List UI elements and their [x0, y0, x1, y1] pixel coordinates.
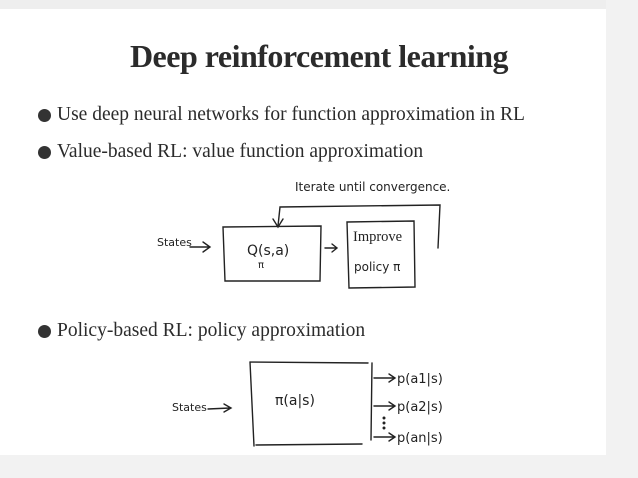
output-label-1: p(a1|s)	[397, 372, 443, 387]
policy-box-right	[370, 362, 373, 441]
bullet-dot	[38, 145, 51, 159]
slide-title: Deep reinforcement learning	[129, 38, 509, 74]
output-label-3: p(an|s)	[397, 431, 443, 446]
bullet-function-approximation: Use deep neural networks for function ap…	[38, 104, 525, 126]
ellipsis-dot	[382, 426, 386, 430]
top-strip	[0, 0, 606, 9]
bullet-dot	[38, 324, 51, 338]
loop-arrow	[277, 204, 441, 249]
bullet-text: Policy-based RL: policy approximation	[57, 320, 366, 341]
bullet-text: Use deep neural networks for function ap…	[57, 104, 525, 125]
output-arrow-2	[373, 401, 397, 411]
input-arrow	[189, 241, 212, 253]
bottom-strip	[0, 455, 638, 478]
bullet-text: Value-based RL: value function approxima…	[57, 141, 424, 162]
improve-box	[346, 220, 416, 289]
bullet-dot	[38, 108, 51, 122]
input-label-2: States	[172, 401, 207, 414]
loop-label: Iterate until convergence.	[295, 180, 450, 194]
value-based-diagram: Iterate until convergence. States Q(s,a)…	[157, 180, 450, 289]
input-label: States	[157, 236, 192, 249]
q-sub: π	[258, 260, 264, 271]
connect-arrow	[324, 243, 339, 253]
output-label-2: p(a2|s)	[397, 400, 443, 415]
policy-label: policy π	[354, 260, 400, 274]
q-box	[222, 225, 322, 282]
bullet-policy-based: Policy-based RL: policy approximation	[38, 320, 365, 342]
policy-label-2: π(a|s)	[275, 393, 315, 409]
ellipsis-dot	[382, 416, 386, 420]
input-arrow-2	[207, 403, 233, 413]
output-arrow-3	[373, 432, 397, 442]
output-arrow-1	[373, 373, 397, 383]
improve-label: Improve	[353, 229, 403, 245]
policy-based-diagram: States π(a|s) p(a1|s) p(a2|s) p(an|s)	[172, 361, 443, 447]
bullet-value-based: Value-based RL: value function approxima…	[38, 141, 423, 163]
ellipsis-dot	[382, 421, 386, 425]
policy-box	[249, 361, 369, 447]
q-label: Q(s,a)	[247, 243, 289, 259]
